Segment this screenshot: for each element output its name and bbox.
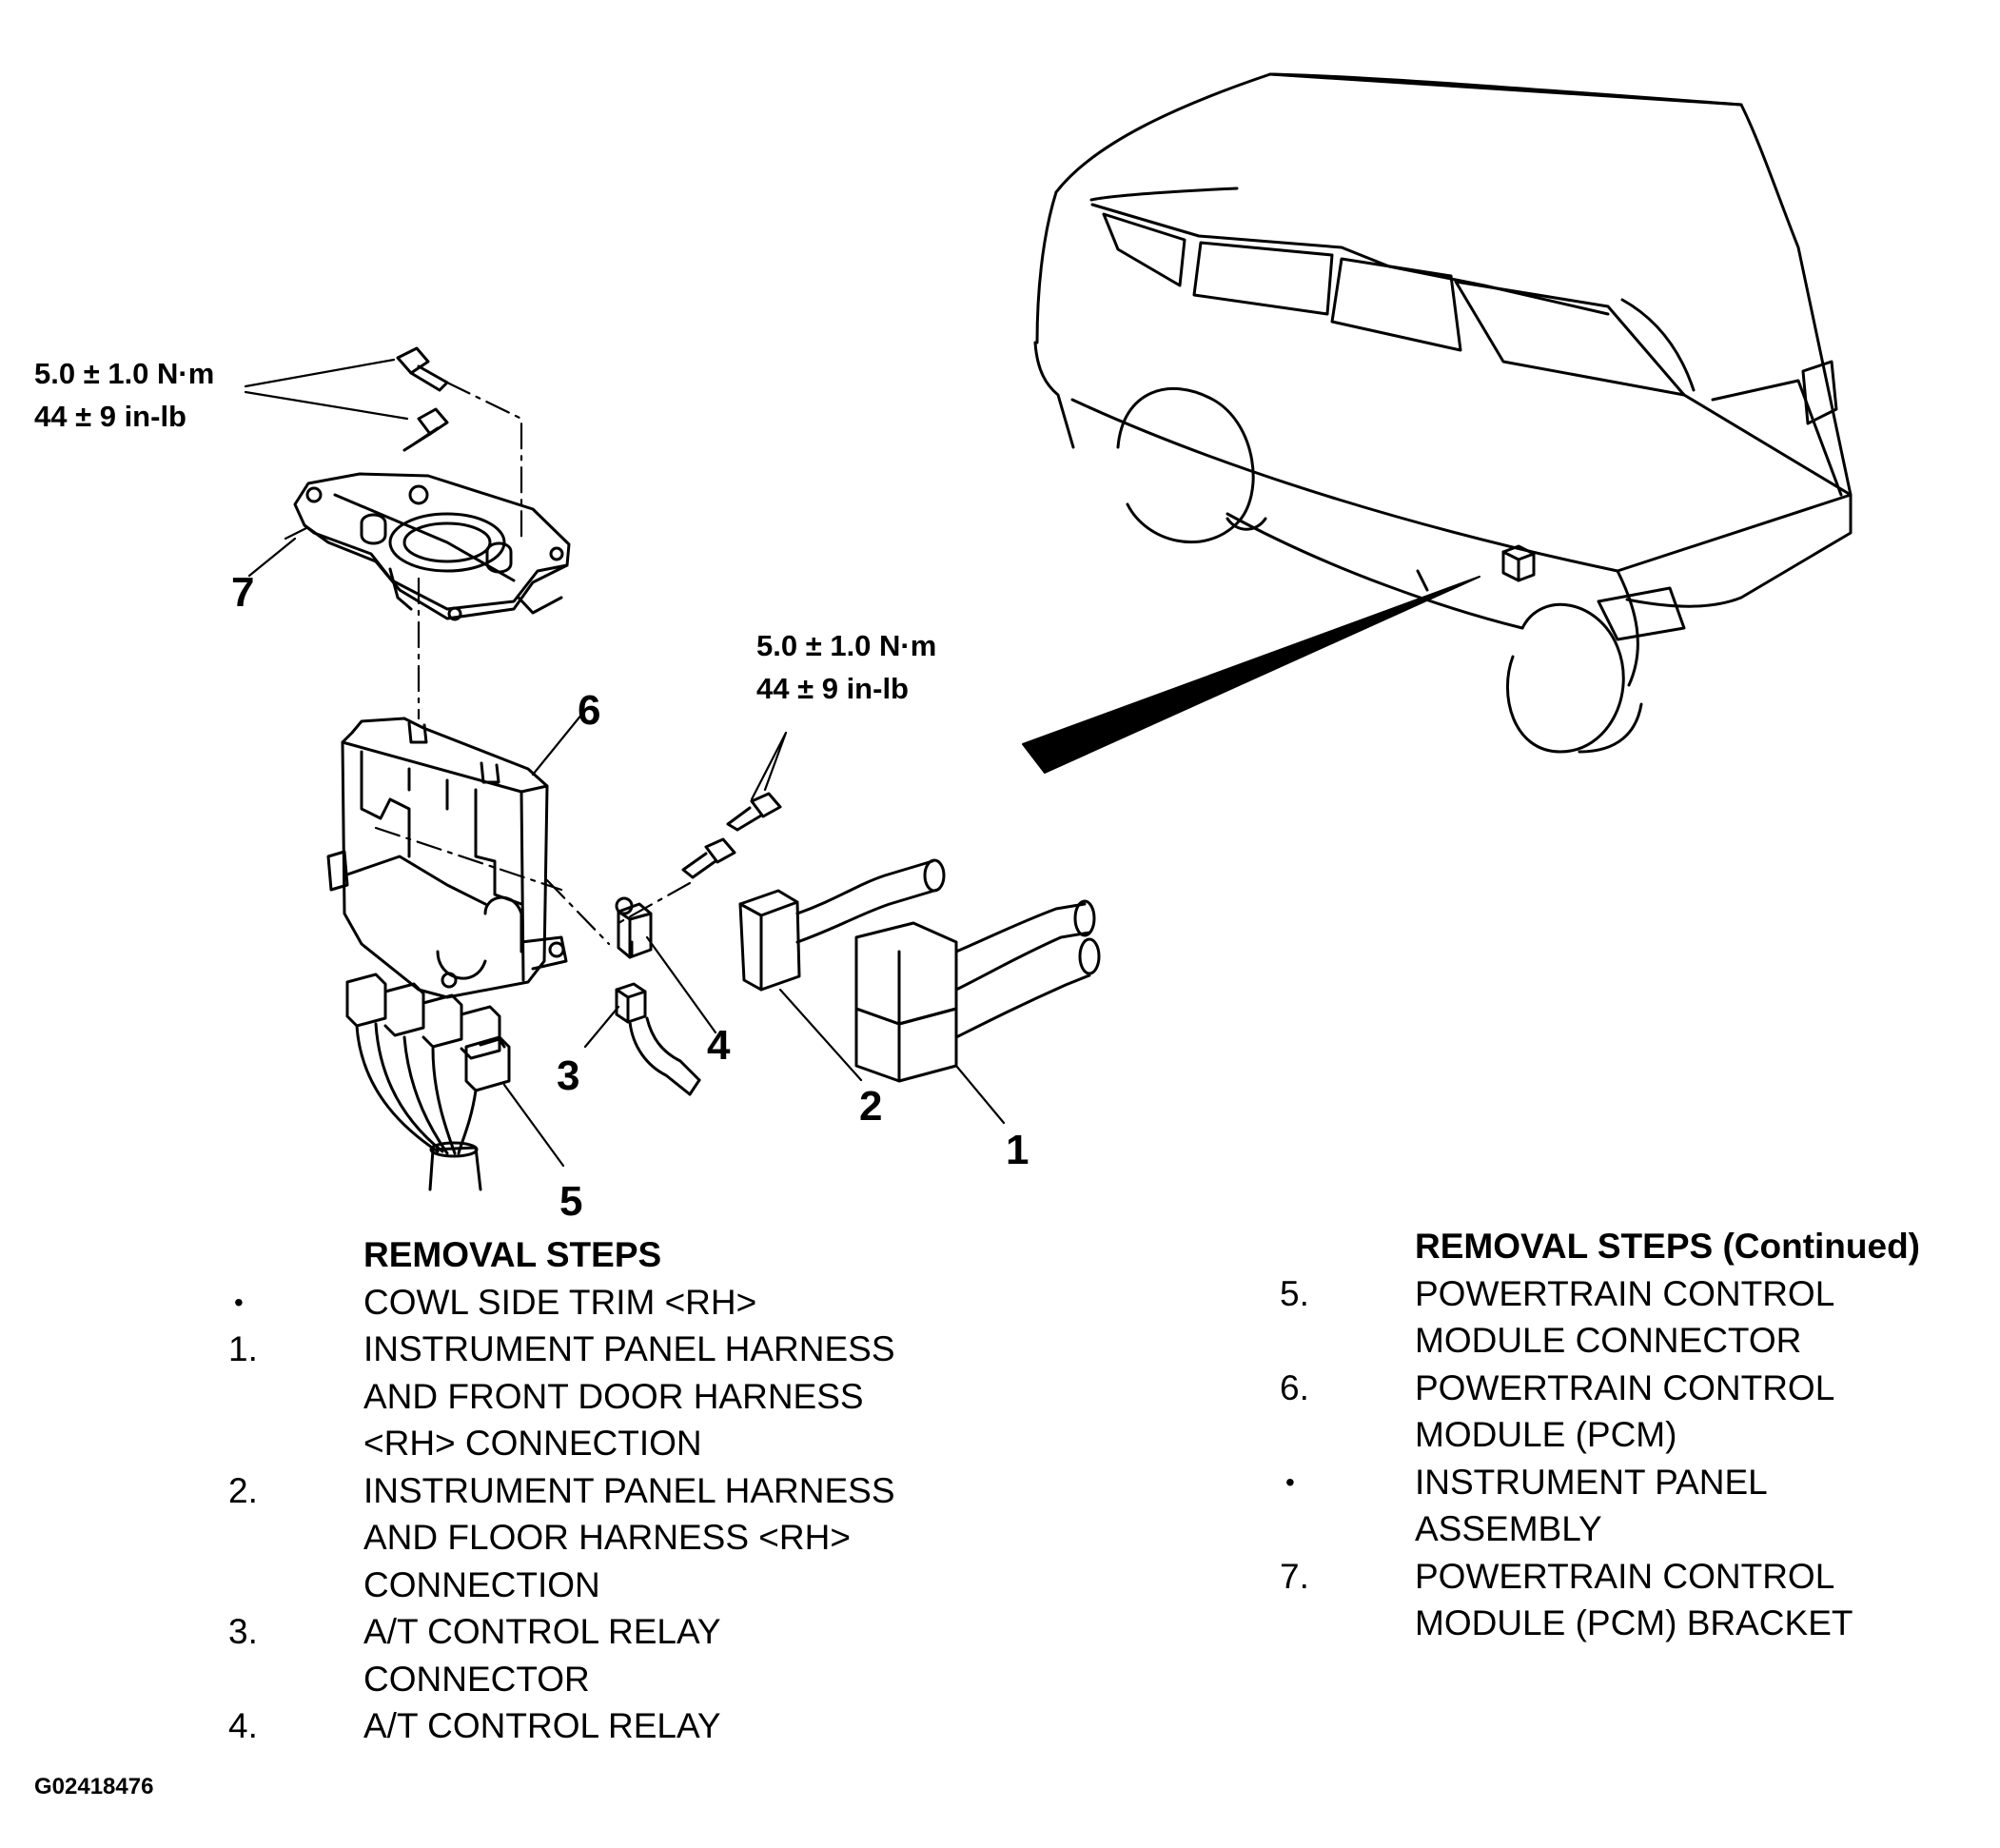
step-text: INSTRUMENT PANEL HARNESS <box>363 1329 895 1368</box>
step-marker: • <box>234 1287 244 1317</box>
step-row: 1. INSTRUMENT PANEL HARNESS AND FRONT DO… <box>228 1326 895 1467</box>
step-row: 3. A/T CONTROL RELAY CONNECTOR <box>228 1608 895 1702</box>
removal-steps-continued-heading: REMOVAL STEPS (Continued) <box>1415 1227 1921 1266</box>
step-text: INSTRUMENT PANEL HARNESS <box>363 1470 895 1510</box>
callout-3: 3 <box>557 1052 580 1099</box>
step-marker: 5. <box>1280 1273 1309 1313</box>
step-marker: 2. <box>228 1470 258 1510</box>
step-row: 6. POWERTRAIN CONTROL MODULE (PCM) <box>1280 1365 1920 1459</box>
harness-connector-2 <box>738 858 946 992</box>
step-row: • INSTRUMENT PANEL ASSEMBLY <box>1280 1459 1920 1553</box>
step-marker: 7. <box>1280 1556 1309 1596</box>
step-row: 2. INSTRUMENT PANEL HARNESS AND FLOOR HA… <box>228 1467 895 1609</box>
step-text: ASSEMBLY <box>1415 1509 1602 1548</box>
figure-id: G02418476 <box>34 1774 154 1799</box>
step-row: • COWL SIDE TRIM <RH> <box>228 1279 895 1327</box>
callout-2: 2 <box>859 1083 883 1130</box>
step-row: 7. POWERTRAIN CONTROL MODULE (PCM) BRACK… <box>1280 1553 1920 1647</box>
step-marker: 6. <box>1280 1367 1309 1407</box>
relay-connector <box>615 982 701 1096</box>
step-text: POWERTRAIN CONTROL <box>1415 1367 1835 1407</box>
step-text: CONNECTION <box>363 1564 600 1604</box>
step-text: A/T CONTROL RELAY <box>363 1706 721 1745</box>
step-text: POWERTRAIN CONTROL <box>1415 1273 1835 1313</box>
torque-spec-relay: 5.0 ± 1.0 N·m 44 ± 9 in-lb <box>756 629 937 705</box>
step-text: COWL SIDE TRIM <RH> <box>363 1282 757 1322</box>
step-text: AND FLOOR HARNESS <RH> <box>363 1518 851 1557</box>
step-text: POWERTRAIN CONTROL <box>1415 1556 1835 1596</box>
step-text: <RH> CONNECTION <box>363 1424 702 1463</box>
relay-bolts <box>681 792 782 879</box>
step-marker: 3. <box>228 1612 258 1651</box>
callout-4: 4 <box>707 1022 731 1069</box>
callout-7: 7 <box>231 569 255 616</box>
harness-connector-1 <box>854 899 1101 1083</box>
step-row: 4. A/T CONTROL RELAY <box>228 1702 895 1750</box>
step-text: CONNECTOR <box>363 1659 590 1699</box>
callout-1: 1 <box>1006 1127 1029 1173</box>
removal-steps-continued: REMOVAL STEPS (Continued) 5. POWERTRAIN … <box>1280 1223 1920 1647</box>
pcm-bracket <box>293 472 571 621</box>
at-control-relay <box>615 896 653 959</box>
pcm-module <box>326 717 568 999</box>
pcm-connectors <box>345 973 511 1191</box>
removal-steps: REMOVAL STEPS • COWL SIDE TRIM <RH> 1. I… <box>228 1231 895 1750</box>
step-text: INSTRUMENT PANEL <box>1415 1462 1768 1502</box>
step-marker: • <box>1285 1466 1295 1497</box>
step-marker: 1. <box>228 1329 258 1368</box>
alignment-lines <box>374 381 692 946</box>
step-marker: 4. <box>228 1706 258 1745</box>
bracket-bolts <box>396 346 449 452</box>
step-text: MODULE (PCM) BRACKET <box>1415 1603 1853 1642</box>
callout-6: 6 <box>578 687 601 734</box>
step-text: AND FRONT DOOR HARNESS <box>363 1376 864 1416</box>
step-row: 5. POWERTRAIN CONTROL MODULE CONNECTOR <box>1280 1270 1920 1365</box>
location-pointer <box>1022 576 1480 774</box>
torque-spec-bracket: 5.0 ± 1.0 N·m 44 ± 9 in-lb <box>34 357 215 433</box>
callout-5: 5 <box>559 1178 583 1225</box>
step-text: MODULE CONNECTOR <box>1415 1321 1802 1360</box>
step-text: MODULE (PCM) <box>1415 1415 1677 1454</box>
step-text: A/T CONTROL RELAY <box>363 1612 721 1651</box>
removal-steps-heading: REMOVAL STEPS <box>363 1235 662 1274</box>
vehicle-outline <box>1033 72 1853 754</box>
